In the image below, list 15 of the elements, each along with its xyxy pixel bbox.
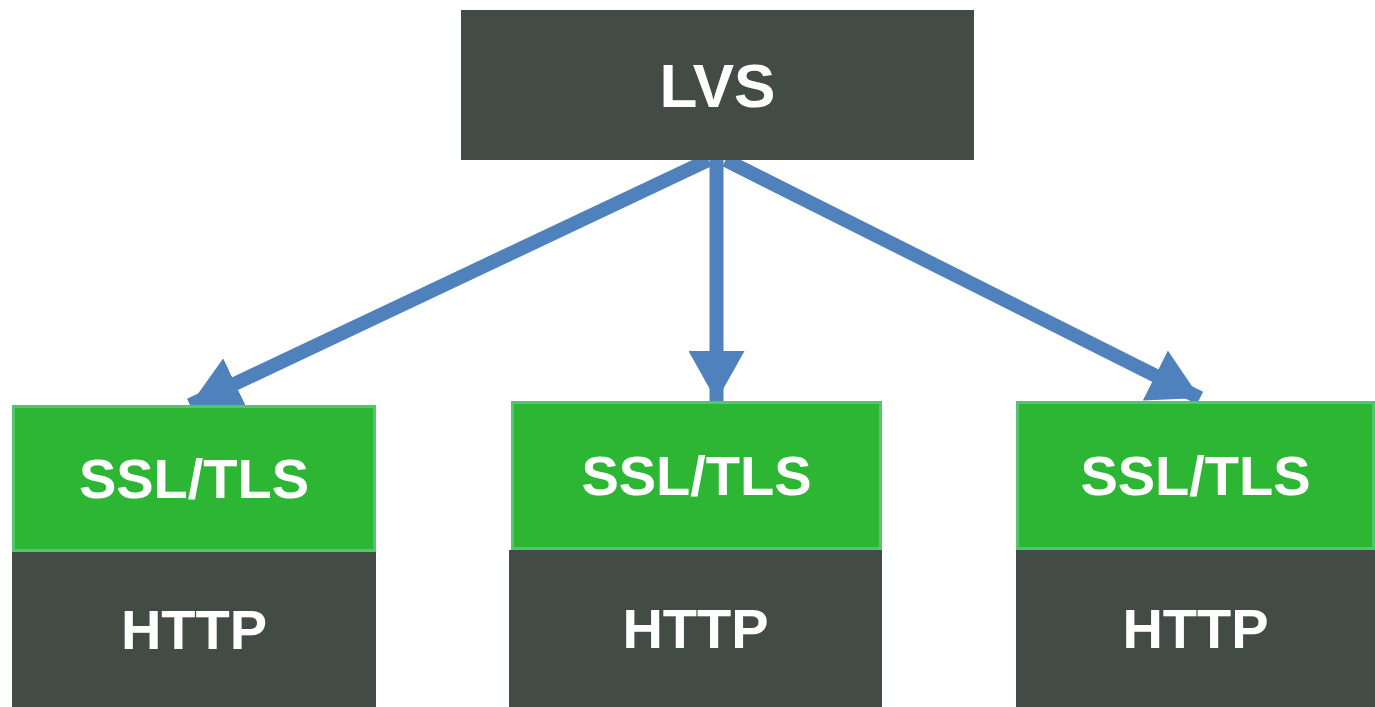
box-label: HTTP	[622, 596, 769, 661]
layer-box	[461, 10, 974, 160]
box-label: HTTP	[120, 597, 268, 662]
protocol-box	[12, 405, 376, 552]
box-label: SSL/TLS	[581, 443, 812, 508]
layer-box	[12, 552, 376, 707]
protocol-box	[511, 401, 882, 550]
protocol-box	[1016, 401, 1375, 550]
box-label: SSL/TLS	[78, 446, 310, 511]
layer-box	[509, 550, 882, 707]
layer-box	[1016, 550, 1375, 707]
box-label: LVS	[659, 49, 776, 121]
box-label: SSL/TLS	[1080, 443, 1311, 508]
box-label: HTTP	[1122, 596, 1269, 661]
arrow	[688, 160, 745, 401]
